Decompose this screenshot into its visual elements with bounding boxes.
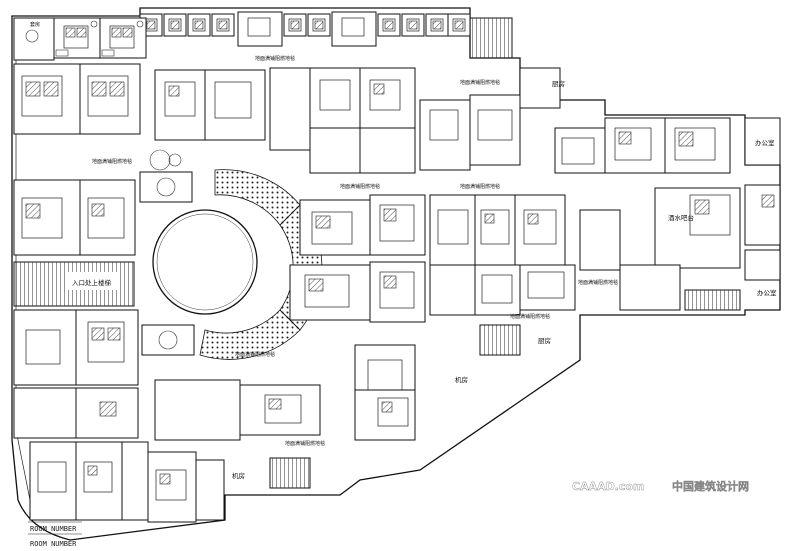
label-carpet-right-b: 地面满铺阻燃地毯	[578, 279, 618, 286]
round-hall	[152, 209, 258, 315]
right-wing-middle	[579, 184, 781, 311]
label-carpet-left-small: 地面满铺阻燃地毯	[92, 158, 132, 165]
entrance-stairs-label: 入口处上楼梯	[72, 278, 112, 287]
label-machine-room-bottom: 机房	[232, 471, 245, 480]
label-carpet-lower: 地面满铺阻燃地毯	[510, 313, 550, 320]
room-number-label-b: ROOM NUMBER	[30, 540, 77, 548]
center-right-rooms	[289, 194, 576, 323]
rotunda	[139, 149, 323, 360]
stair-top-right	[469, 17, 513, 59]
left-suites	[13, 17, 147, 256]
lower-center-rooms	[154, 324, 521, 489]
label-kitchen-top: 厨房	[552, 79, 565, 88]
label-carpet-mid: 地面满铺阻燃地毯	[340, 183, 380, 190]
watermark-site: CAAAD.com	[572, 480, 644, 493]
label-carpet-top-right: 地面满铺阻燃地毯	[460, 79, 500, 86]
label-room-left-a: 套房	[30, 21, 40, 28]
watermark-name: 中国建筑设计网	[672, 479, 749, 493]
right-wing-top	[519, 67, 781, 174]
label-office-bottom: 办公室	[757, 288, 777, 297]
top-room-row	[139, 11, 471, 47]
label-carpet-center: 地面满铺阻燃地毯	[235, 351, 275, 358]
label-carpet-top: 地面满铺阻燃地毯	[255, 55, 295, 62]
label-bar-counter: 酒水吧台	[668, 213, 694, 222]
left-lower-suites	[13, 309, 139, 439]
label-office-top: 办公室	[755, 138, 775, 147]
room-number-label-a: ROOM NUMBER	[30, 525, 77, 533]
watermark: CAAAD.com 中国建筑设计网	[572, 479, 749, 493]
label-machine-room-mid: 机房	[455, 375, 468, 384]
label-kitchen-lower: 厨房	[538, 336, 551, 345]
upper-middle-rooms	[154, 67, 521, 174]
room-number-legend: ROOM NUMBER ROOM NUMBER	[28, 521, 82, 548]
bottom-left-rooms	[29, 441, 225, 523]
label-carpet-right-a: 地面满铺阻燃地毯	[460, 183, 500, 190]
label-carpet-bottom: 地面满铺阻燃地毯	[285, 440, 325, 447]
